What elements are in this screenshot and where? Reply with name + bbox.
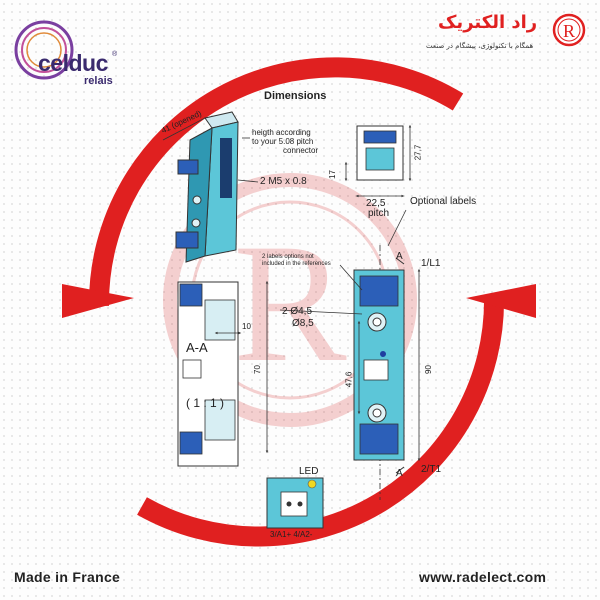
made-in-label: Made in France [14, 569, 121, 585]
relay-3d-view [162, 111, 259, 263]
website-label: www.radelect.com [419, 569, 547, 585]
svg-text:R: R [233, 209, 347, 397]
label-led: LED [299, 466, 319, 477]
dealer-name: راد الکتریک [438, 12, 538, 33]
label-scale: ( 1 : 1 ) [186, 396, 225, 410]
label-height-note-1: heigth according [252, 128, 311, 137]
label-optional-labels: Optional labels [410, 196, 477, 207]
label-labels-note-1: 2 labels options not [262, 254, 314, 260]
label-labels-note-2: included in the references [262, 261, 331, 267]
celduc-logo-subtitle: relais [84, 75, 113, 87]
label-terminals: 3/A1+ 4/A2- [270, 530, 313, 539]
led-indicator [307, 479, 317, 489]
label-hole-small: 2 Ø4,5 [282, 306, 313, 317]
diagram-title: Dimensions [264, 90, 327, 102]
label-dim-47-6: 47,6 [344, 371, 354, 388]
celduc-logo-mark [14, 20, 74, 80]
label-dim-10: 10 [242, 322, 251, 331]
label-dim-90: 90 [423, 365, 433, 374]
connector-top-view [344, 124, 412, 198]
dealer-seal-icon: R [552, 13, 586, 47]
label-height-note-2: to your 5.08 pitch [252, 137, 314, 146]
label-section-a-bottom: A [396, 468, 403, 479]
label-dim-70: 70 [252, 365, 262, 374]
led-detail [266, 477, 324, 529]
label-height-note-3: connector [283, 146, 319, 155]
registered-mark: ® [112, 51, 118, 58]
label-dim-27-7: 27,7 [413, 144, 423, 161]
celduc-logo: celduc ® relais [8, 20, 118, 87]
label-section-a-top: A [396, 251, 403, 262]
arrow-head-left [62, 284, 134, 318]
arrow-head-right [466, 284, 536, 318]
section-view [177, 280, 269, 467]
label-terminal-t1: 2/T1 [421, 464, 442, 475]
label-pitch-word: pitch [368, 208, 390, 219]
label-section-name: A-A [186, 340, 208, 355]
red-circle-arrows [62, 57, 536, 547]
svg-text:R: R [563, 21, 575, 41]
label-dim-17: 17 [327, 170, 337, 179]
label-terminal-l1: 1/L1 [421, 258, 441, 269]
label-screws: 2 M5 x 0.8 [260, 176, 307, 187]
label-hole-large: Ø8,5 [292, 318, 314, 329]
celduc-logo-text: celduc [38, 50, 108, 76]
dealer-tagline: همگام با تکنولوژی، پیشگام در صنعت [426, 42, 534, 50]
label-pitch-value: 22,5 [366, 198, 386, 209]
relay-front-view [279, 209, 421, 500]
watermark-seal: R [163, 173, 417, 427]
